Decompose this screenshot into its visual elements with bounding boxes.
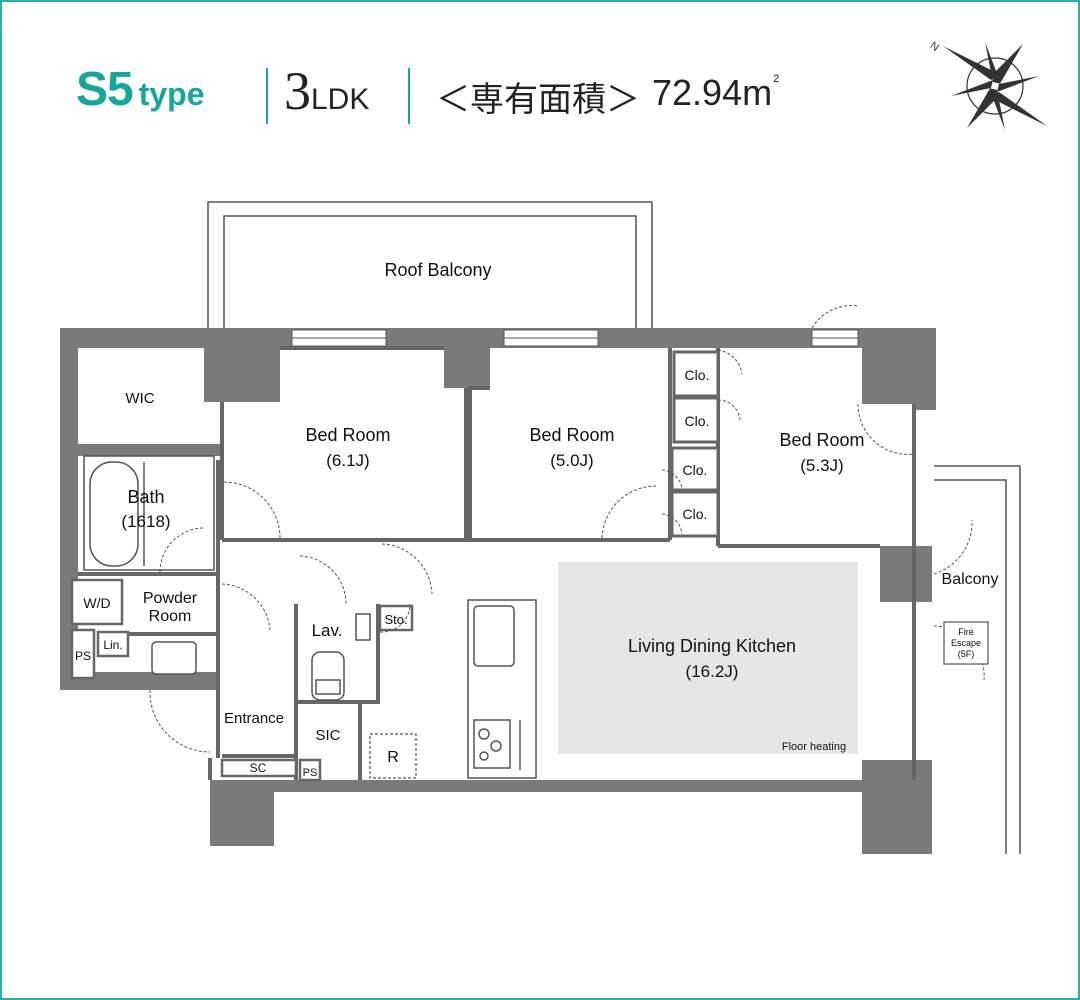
floor-heating-label: Floor heating <box>782 741 846 753</box>
shoe-cabinet-label: SC <box>250 761 267 775</box>
ldk-size: (16.2J) <box>686 662 739 681</box>
washer-dryer-label: W/D <box>83 595 110 611</box>
bedroom1-size: (6.1J) <box>326 451 369 470</box>
balcony-label: Balcony <box>942 571 999 588</box>
sic-label: SIC <box>315 727 340 744</box>
wic-label: WIC <box>125 390 154 407</box>
compass-icon: N <box>928 40 1047 130</box>
area-unit: m <box>742 72 773 113</box>
bedroom3-size: (5.3J) <box>800 456 843 475</box>
kitchen-counter <box>467 599 537 779</box>
refrigerator-label: R <box>387 749 399 766</box>
roof-balcony-label: Roof Balcony <box>384 260 491 280</box>
fire-escape-line1: Fire <box>958 627 974 637</box>
fire-escape-hatch: Fire Escape (5F) <box>943 621 989 665</box>
compass-north-label: N <box>928 40 941 54</box>
entrance-label: Entrance <box>224 710 284 727</box>
type-name: S5 <box>76 63 134 116</box>
linen-label: Lin. <box>103 638 122 652</box>
fire-escape-line3: (5F) <box>958 649 975 659</box>
bath-size: (1618) <box>121 512 170 531</box>
balcony-outline <box>934 465 1021 854</box>
storage-label: Sto. <box>384 612 407 627</box>
refrigerator-space <box>369 733 417 779</box>
layout-suffix: LDK <box>311 83 370 116</box>
bath-name: Bath <box>127 487 164 507</box>
ldk-name: Living Dining Kitchen <box>628 636 796 656</box>
powder-room-line2: Room <box>149 608 192 625</box>
small-rooms <box>70 578 414 782</box>
powder-room-line1: Powder <box>143 590 198 607</box>
layout-label: 3LDK <box>284 64 369 118</box>
header-divider-left <box>266 68 268 124</box>
area-unit-sup: 2 <box>773 73 780 85</box>
closet-boxes <box>670 350 720 538</box>
ps-label-entrance: PS <box>303 767 318 779</box>
floor-heating-area <box>558 562 858 754</box>
header-divider-right <box>408 68 410 124</box>
bedroom3-name: Bed Room <box>779 430 864 450</box>
bathtub <box>83 455 215 571</box>
area-label: ＜専有面積＞ <box>436 80 640 120</box>
bedroom2-size: (5.0J) <box>550 451 593 470</box>
powder-sink <box>151 641 197 675</box>
bedroom2-name: Bed Room <box>529 425 614 445</box>
lavatory-label: Lav. <box>312 621 343 640</box>
exterior-walls <box>60 328 936 854</box>
fire-escape-line2: Escape <box>951 638 981 648</box>
layout-number: 3 <box>284 61 311 121</box>
area-number: 72.94 <box>652 72 743 113</box>
toilet <box>311 613 371 701</box>
ps-label-left: PS <box>75 649 91 663</box>
closet2-label: Clo. <box>685 413 710 429</box>
closet3-label: Clo. <box>683 462 708 478</box>
area-value: 72.94m2 <box>652 72 779 114</box>
closet4-label: Clo. <box>683 506 708 522</box>
type-suffix: type <box>138 76 205 112</box>
bedroom1-name: Bed Room <box>305 425 390 445</box>
closet1-label: Clo. <box>685 367 710 383</box>
roof-balcony-outline <box>207 201 653 330</box>
